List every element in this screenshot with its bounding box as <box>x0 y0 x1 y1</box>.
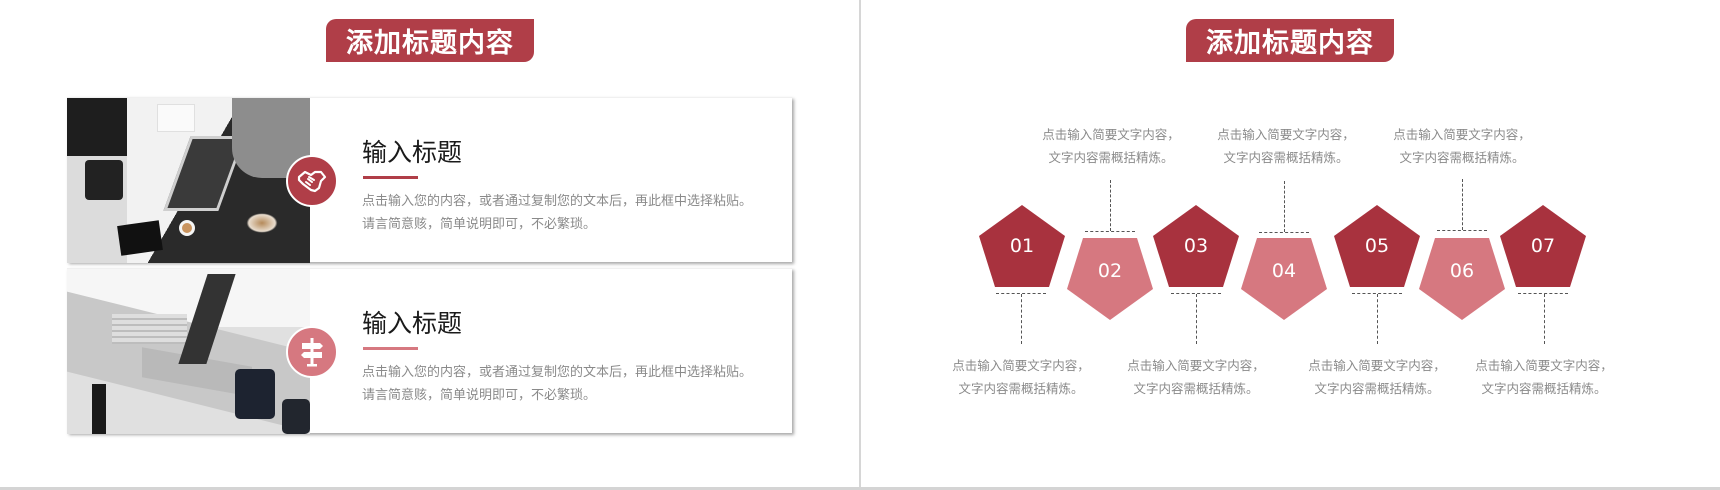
step-pentagon-01[interactable]: 01 <box>979 205 1065 287</box>
connector-line <box>1110 180 1111 231</box>
connector-line <box>1518 293 1568 294</box>
slide-right: 添加标题内容 01 点击输入简要文字内容， 文字内容需概括精炼。 02 点击输入… <box>861 0 1720 487</box>
slide-left: 添加标题内容 输入标题 点击输入您的内容，或者通过复制您的文本后，再此框中选择粘… <box>0 0 859 487</box>
connector-line <box>1196 294 1197 344</box>
signpost-icon <box>286 326 338 378</box>
step-number: 07 <box>1530 235 1556 257</box>
photo-workspace-camera <box>67 269 310 434</box>
step-pentagon-03[interactable]: 03 <box>1153 205 1239 287</box>
step-text-05[interactable]: 点击输入简要文字内容， 文字内容需概括精炼。 <box>1308 358 1446 396</box>
connector-line <box>1085 231 1135 232</box>
card-description[interactable]: 点击输入您的内容，或者通过复制您的文本后，再此框中选择粘贴。请言简意赅，简单说明… <box>362 365 753 403</box>
connector-line <box>1437 230 1487 231</box>
slide-divider <box>859 0 861 488</box>
heading-underline <box>363 347 418 350</box>
step-number: 01 <box>1009 235 1035 257</box>
connector-line <box>1021 294 1022 344</box>
step-pentagon-06[interactable]: 06 <box>1419 238 1505 320</box>
connector-line <box>1377 294 1378 344</box>
step-number: 03 <box>1183 235 1209 257</box>
connector-line <box>996 293 1046 294</box>
step-number: 02 <box>1097 260 1123 282</box>
slide-title-badge[interactable]: 添加标题内容 <box>1186 19 1394 62</box>
bottom-border <box>0 487 1720 490</box>
connector-line <box>1462 179 1463 230</box>
connector-line <box>1544 294 1545 344</box>
connector-line <box>1259 232 1309 233</box>
content-card-2[interactable]: 输入标题 点击输入您的内容，或者通过复制您的文本后，再此框中选择粘贴。请言简意赅… <box>67 268 792 434</box>
card-heading[interactable]: 输入标题 <box>362 138 463 167</box>
step-text-04[interactable]: 点击输入简要文字内容， 文字内容需概括精炼。 <box>1217 127 1355 165</box>
step-pentagon-02[interactable]: 02 <box>1067 238 1153 320</box>
content-card-1[interactable]: 输入标题 点击输入您的内容，或者通过复制您的文本后，再此框中选择粘贴。请言简意赅… <box>67 97 792 263</box>
connector-line <box>1352 293 1402 294</box>
step-text-02[interactable]: 点击输入简要文字内容， 文字内容需概括精炼。 <box>1042 127 1180 165</box>
step-text-03[interactable]: 点击输入简要文字内容， 文字内容需概括精炼。 <box>1127 358 1265 396</box>
connector-line <box>1171 293 1221 294</box>
step-number: 06 <box>1449 260 1475 282</box>
step-pentagon-07[interactable]: 07 <box>1500 205 1586 287</box>
step-number: 04 <box>1271 260 1297 282</box>
photo-laptop-desk <box>67 98 310 263</box>
step-text-07[interactable]: 点击输入简要文字内容， 文字内容需概括精炼。 <box>1475 358 1613 396</box>
card-heading[interactable]: 输入标题 <box>362 309 463 338</box>
step-text-06[interactable]: 点击输入简要文字内容， 文字内容需概括精炼。 <box>1393 127 1531 165</box>
step-text-01[interactable]: 点击输入简要文字内容， 文字内容需概括精炼。 <box>952 358 1090 396</box>
step-pentagon-04[interactable]: 04 <box>1241 238 1327 320</box>
slide-title-badge[interactable]: 添加标题内容 <box>326 19 534 62</box>
card-description[interactable]: 点击输入您的内容，或者通过复制您的文本后，再此框中选择粘贴。请言简意赅，简单说明… <box>362 194 753 232</box>
connector-line <box>1284 181 1285 232</box>
heading-underline <box>363 176 418 179</box>
step-pentagon-05[interactable]: 05 <box>1334 205 1420 287</box>
step-number: 05 <box>1364 235 1390 257</box>
handshake-icon <box>286 155 338 207</box>
